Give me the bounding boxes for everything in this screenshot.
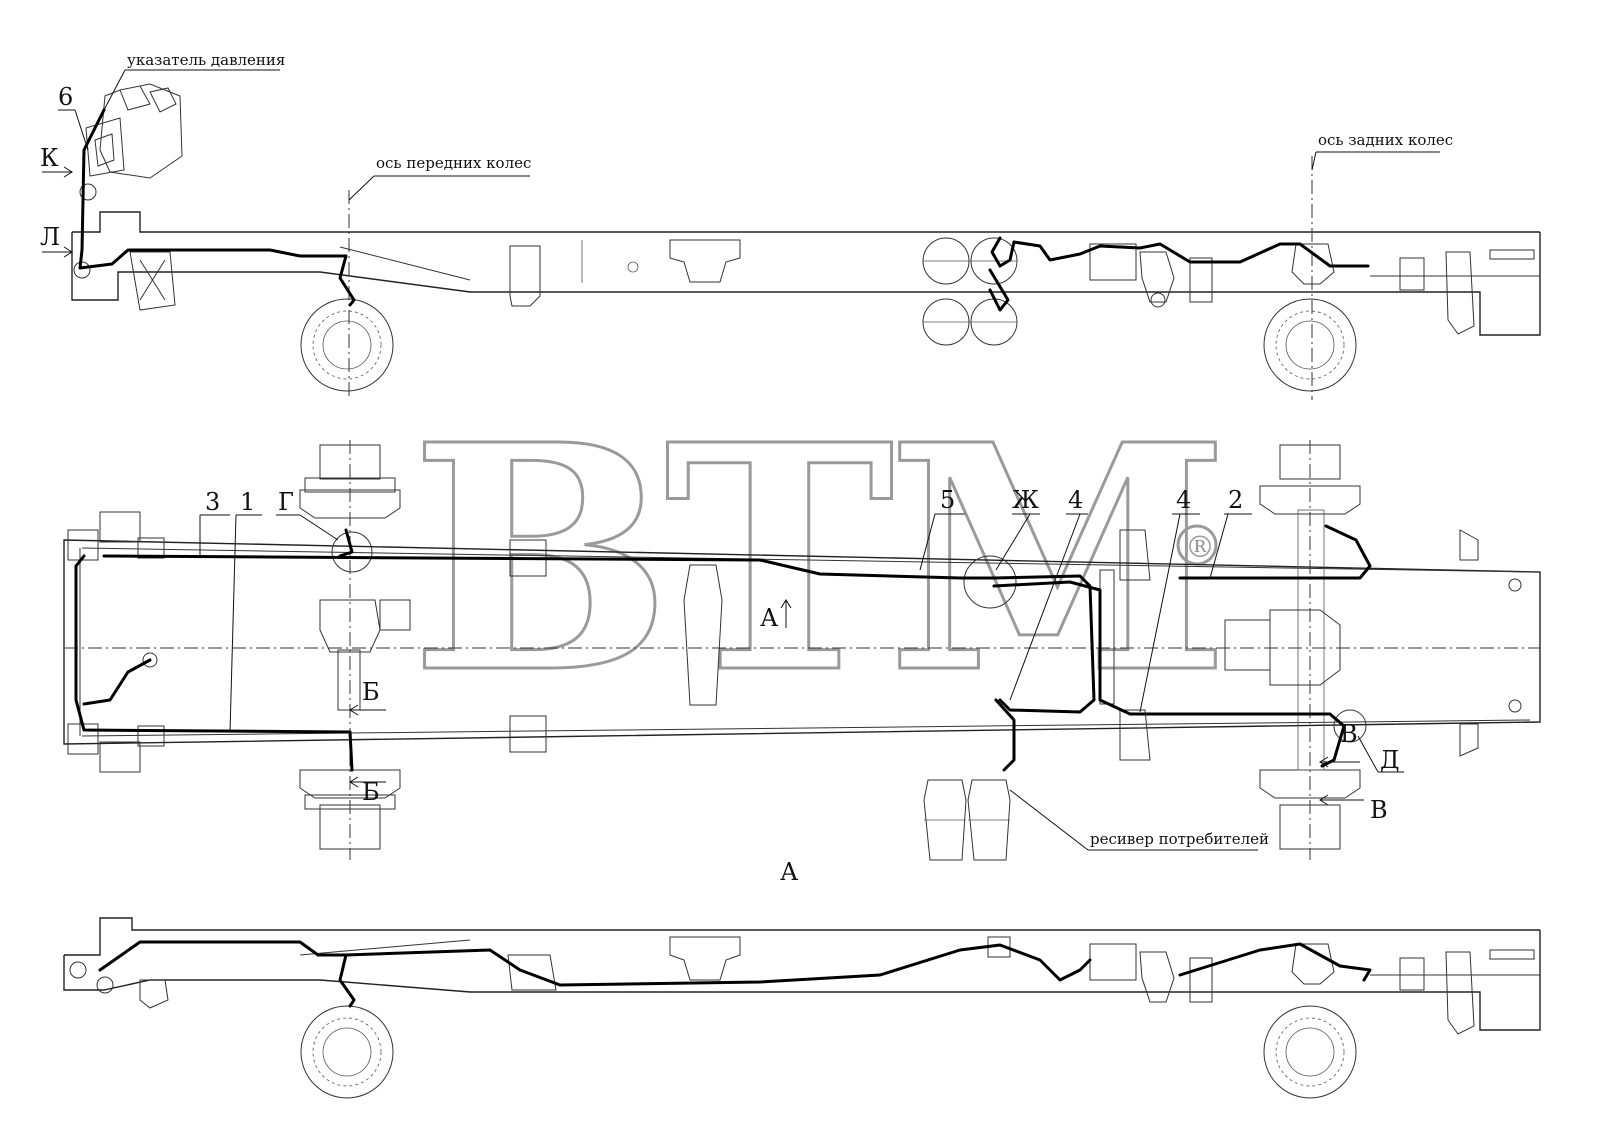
pressure-gauge-symbol: [142, 652, 158, 668]
consumer-receivers: [923, 779, 1011, 861]
label-view-a: А: [780, 858, 798, 886]
top-side-view: [71, 83, 1541, 400]
label-g: Г: [278, 488, 294, 516]
pipe-3: [102, 554, 1096, 714]
pipe-4: [992, 580, 1346, 768]
label-view-a-arrow: А: [760, 604, 778, 632]
arrow-view-a: [780, 599, 792, 628]
label-k: К: [40, 144, 59, 172]
pipe-2: [1178, 524, 1372, 580]
pipe-top-rear: [990, 236, 1370, 268]
detail-d-circle: [1333, 709, 1367, 743]
arrow-b1: [349, 704, 386, 716]
label-consumer-receiver: ресивер потребителей: [1090, 830, 1269, 848]
pipe-bottom-mid: [344, 943, 1092, 987]
registered-mark: ®: [1185, 530, 1215, 565]
pipe-gauge: [82, 658, 152, 706]
pipe-1: [74, 554, 354, 772]
label-pressure-gauge: указатель давления: [127, 51, 285, 69]
pipe-bottom-rear: [1178, 942, 1372, 982]
label-zh: Ж: [1012, 486, 1039, 514]
label-1: 1: [240, 488, 255, 516]
arrow-v1: [1319, 756, 1360, 768]
rear-wheel-top: [1263, 298, 1357, 392]
pipe-g: [338, 528, 354, 558]
pipe-bottom-front: [98, 940, 356, 1008]
label-d: Д: [1380, 746, 1400, 774]
label-l: Л: [40, 223, 60, 251]
pipe-top-front: [78, 108, 356, 307]
label-front-axle: ось передних колес: [376, 154, 531, 172]
label-5: 5: [940, 486, 955, 514]
pipe-receiver: [994, 698, 1016, 772]
detail-g-circle: [331, 531, 373, 573]
label-b1: Б: [362, 678, 380, 706]
label-v2: В: [1370, 796, 1388, 824]
arrow-b2: [349, 776, 386, 788]
label-2: 2: [1228, 486, 1243, 514]
label-4b: 4: [1176, 486, 1191, 514]
front-wheel-bottom: [300, 1005, 394, 1099]
gauge-fitting: [79, 183, 97, 201]
middle-plan-view: [63, 440, 1541, 861]
label-4a: 4: [1068, 486, 1083, 514]
arrow-v2: [1319, 794, 1364, 806]
valve-zh-circle: [963, 555, 1017, 609]
label-3: 3: [205, 488, 220, 516]
front-wheel-top: [300, 298, 394, 392]
label-6: 6: [58, 83, 73, 111]
rear-wheel-bottom: [1263, 1005, 1357, 1099]
label-b2: Б: [362, 778, 380, 806]
label-rear-axle: ось задних колес: [1318, 131, 1453, 149]
arrow-l: [42, 246, 73, 258]
label-v1: В: [1340, 720, 1358, 748]
bottom-side-view: [63, 917, 1541, 1099]
cab-outline: [99, 83, 183, 179]
arrow-k: [42, 166, 73, 178]
